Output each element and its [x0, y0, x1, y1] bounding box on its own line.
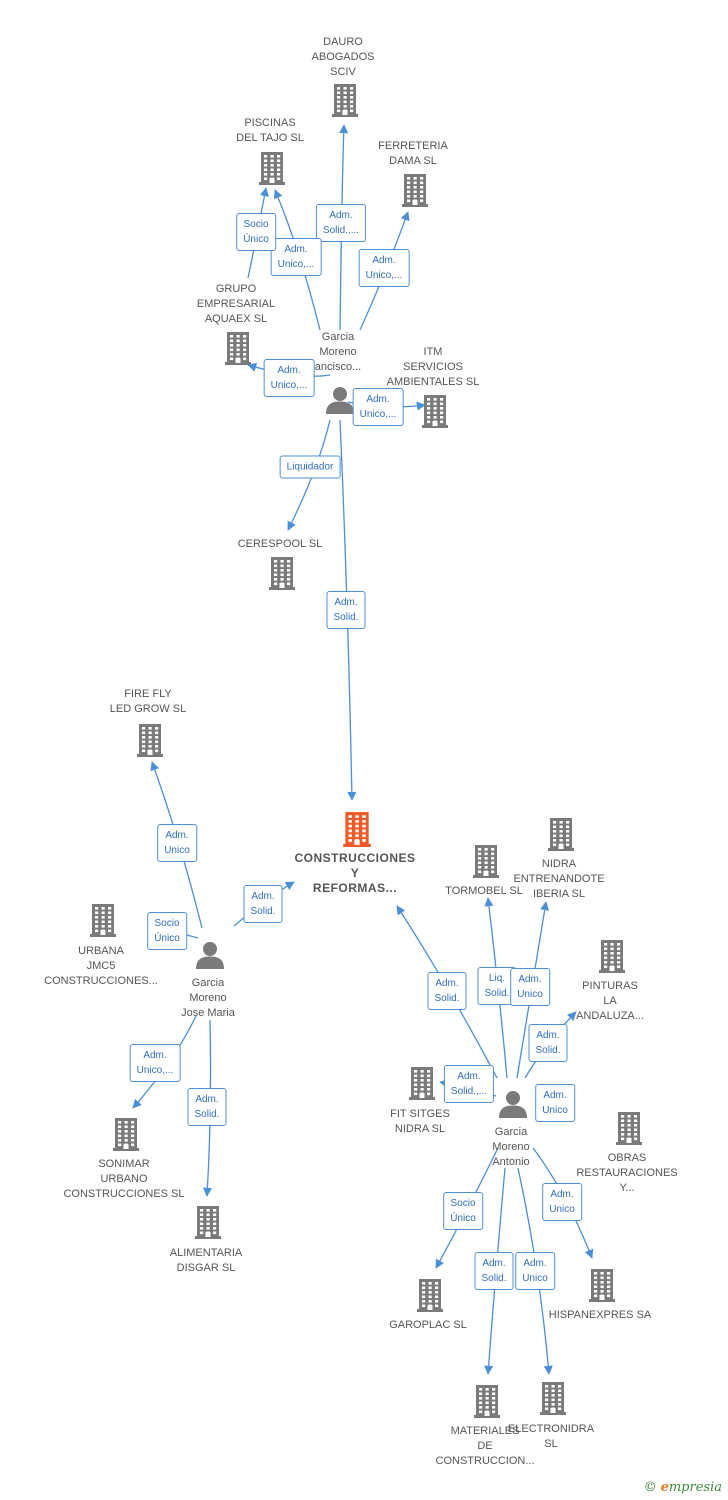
building-icon[interactable]	[474, 1384, 500, 1418]
brand-initial: e	[660, 1480, 669, 1495]
node-label-garoplac[interactable]: GAROPLAC SL	[389, 1319, 467, 1331]
node-label-materiales[interactable]: MATERIALES DE CONSTRUCCION...	[435, 1425, 535, 1467]
edge-label[interactable]: Adm. Unico	[515, 1252, 555, 1290]
edge-label[interactable]: Adm. Solid.,...	[315, 204, 367, 242]
node-label-obras[interactable]: OBRAS RESTAURACIONES Y...	[576, 1152, 678, 1194]
edge-label[interactable]: Adm. Solid.	[187, 1088, 227, 1126]
building-icon[interactable]	[90, 903, 116, 937]
edge-label[interactable]: Adm. Unico,...	[358, 249, 410, 287]
building-icon[interactable]	[137, 723, 163, 757]
node-label-fit[interactable]: FIT SITGES NIDRA SL	[390, 1108, 450, 1135]
person-icon[interactable]	[498, 1090, 528, 1118]
node-label-tormobel[interactable]: TORMOBEL SL	[445, 885, 523, 897]
building-icon[interactable]	[332, 83, 358, 117]
building-icon[interactable]	[259, 151, 285, 185]
building-icon[interactable]	[402, 173, 428, 207]
edge-label[interactable]: Liquidador	[279, 455, 341, 479]
edge-label[interactable]: Adm. Unico	[535, 1084, 575, 1122]
node-label-urbana[interactable]: URBANA JMC5 CONSTRUCCIONES...	[44, 945, 158, 987]
building-icon[interactable]	[113, 1117, 139, 1151]
copyright-symbol: ©	[643, 1480, 657, 1495]
edge-label[interactable]: Adm. Solid.	[528, 1024, 568, 1062]
edge-label[interactable]: Socio Único	[147, 912, 187, 950]
edge-label[interactable]: Adm. Solid.	[474, 1252, 514, 1290]
node-label-construcciones[interactable]: CONSTRUCCIONES Y REFORMAS...	[294, 851, 416, 895]
edge-label[interactable]: Adm. Solid.	[427, 972, 467, 1010]
node-label-itm[interactable]: ITM SERVICIOS AMBIENTALES SL	[386, 346, 480, 388]
building-icon[interactable]	[589, 1268, 615, 1302]
edge-label[interactable]: Adm. Unico	[542, 1183, 582, 1221]
edge-label[interactable]: Adm. Unico,...	[270, 238, 322, 276]
building-icon[interactable]	[548, 817, 574, 851]
building-icon[interactable]	[225, 331, 251, 365]
node-label-garcia-fr[interactable]: Garcia Moreno ancisco...	[314, 331, 362, 373]
building-icon[interactable]	[616, 1111, 642, 1145]
building-icon[interactable]	[422, 394, 448, 428]
person-icon[interactable]	[325, 386, 355, 414]
edge-label[interactable]: Adm. Solid.	[243, 885, 283, 923]
node-label-aquaex[interactable]: GRUPO EMPRESARIAL AQUAEX SL	[196, 283, 276, 325]
node-label-firefly[interactable]: FIRE FLY LED GROW SL	[109, 688, 187, 715]
building-icon[interactable]	[540, 1381, 566, 1415]
node-label-garcia-an[interactable]: Garcia Moreno Antonio	[492, 1126, 530, 1168]
node-label-electronidra[interactable]: ELECTRONIDRA SL	[507, 1423, 595, 1450]
edge-label[interactable]: Adm. Unico	[157, 824, 197, 862]
edge-garcia-fr-to-dauro	[339, 124, 349, 331]
building-icon[interactable]	[599, 939, 625, 973]
building-icon[interactable]	[409, 1066, 435, 1100]
footer-brand[interactable]: ©empresia	[644, 1480, 722, 1495]
edge-label[interactable]: Adm. Solid.,...	[443, 1065, 495, 1103]
edge-label[interactable]: Socio Único	[236, 213, 276, 251]
node-label-cerespool[interactable]: CERESPOOL SL	[237, 538, 323, 550]
node-label-hispanexpres[interactable]: HISPANEXPRES SA	[548, 1309, 652, 1321]
edge-label[interactable]: Adm. Unico,...	[263, 359, 315, 397]
node-label-piscinas[interactable]: PISCINAS DEL TAJO SL	[236, 117, 304, 144]
edge-label[interactable]: Socio Único	[443, 1192, 483, 1230]
edge-label[interactable]: Adm. Unico,...	[129, 1044, 181, 1082]
node-label-alimentaria[interactable]: ALIMENTARIA DISGAR SL	[169, 1247, 243, 1274]
building-icon[interactable]	[195, 1205, 221, 1239]
node-label-ferreteria[interactable]: FERRETERIA DAMA SL	[378, 140, 448, 167]
building-icon[interactable]	[417, 1278, 443, 1312]
edge-label[interactable]: Adm. Unico	[510, 968, 550, 1006]
building-icon[interactable]	[342, 811, 372, 847]
edge-label[interactable]: Adm. Unico,...	[352, 388, 404, 426]
node-label-sonimar[interactable]: SONIMAR URBANO CONSTRUCCIONES SL	[63, 1158, 185, 1200]
building-icon[interactable]	[473, 844, 499, 878]
node-label-pinturas[interactable]: PINTURAS LA ANDALUZA...	[576, 980, 644, 1022]
node-label-garcia-jm[interactable]: Garcia Moreno Jose Maria	[181, 977, 235, 1019]
building-icon[interactable]	[269, 556, 295, 590]
person-icon[interactable]	[195, 941, 225, 969]
brand-name: mpresia	[668, 1480, 722, 1495]
node-label-nidra-ib[interactable]: NIDRA ENTRENANDOTE IBERIA SL	[513, 858, 605, 900]
node-label-dauro[interactable]: DAURO ABOGADOS SCIV	[311, 36, 375, 78]
edge-label[interactable]: Adm. Solid.	[326, 591, 366, 629]
